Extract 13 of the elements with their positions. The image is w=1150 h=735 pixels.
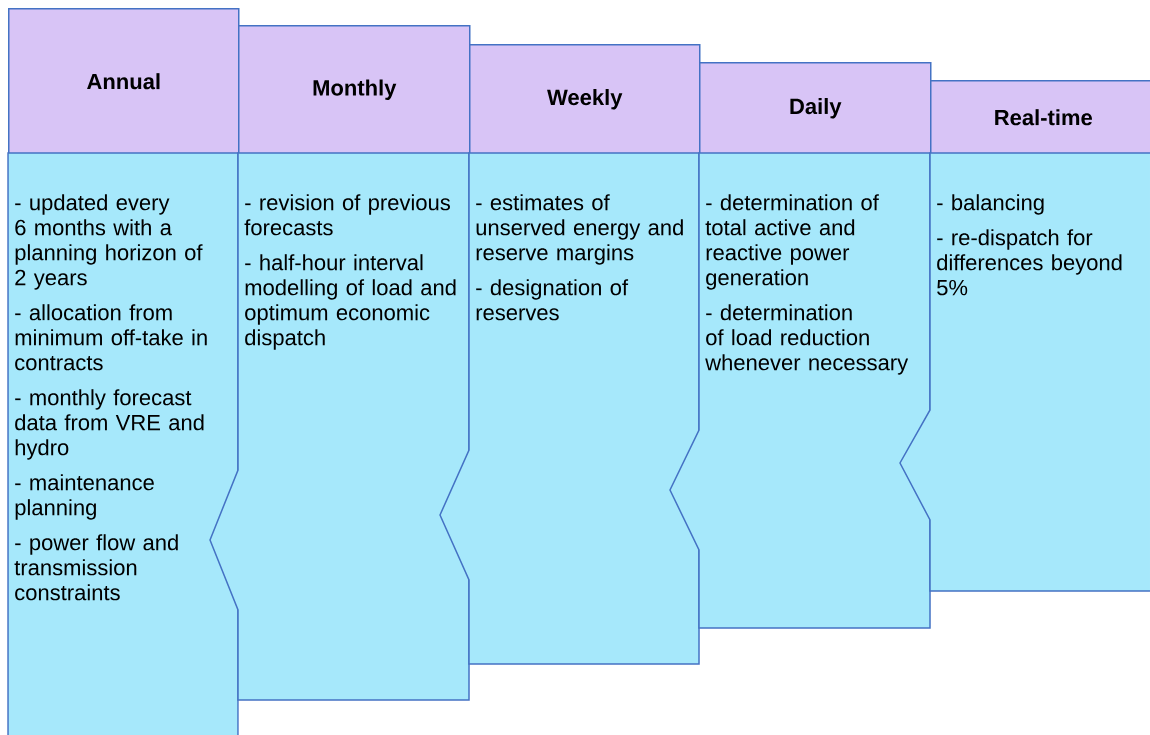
- list-item: - balancing: [937, 194, 1044, 215]
- header-box: Monthly: [238, 25, 471, 155]
- list-item: - monthly forecast data from VRE and hydro: [15, 389, 204, 460]
- list-item: - re-dispatch for differences beyond 5%: [937, 229, 1122, 296]
- header-box: Real-time: [930, 80, 1150, 155]
- header-box: Weekly: [469, 44, 701, 155]
- header-box: Annual: [8, 8, 240, 155]
- list-item: - power flow and transmission constraints: [14, 534, 178, 601]
- column-body: [7, 152, 239, 735]
- list-item: - updated every 6 months with a planning horizon of 2 years: [15, 194, 203, 290]
- list-item: - maintenance planning: [15, 474, 154, 520]
- list-item: - allocation from minimum off-take in contracts: [15, 304, 207, 371]
- header-box: Daily: [699, 62, 932, 155]
